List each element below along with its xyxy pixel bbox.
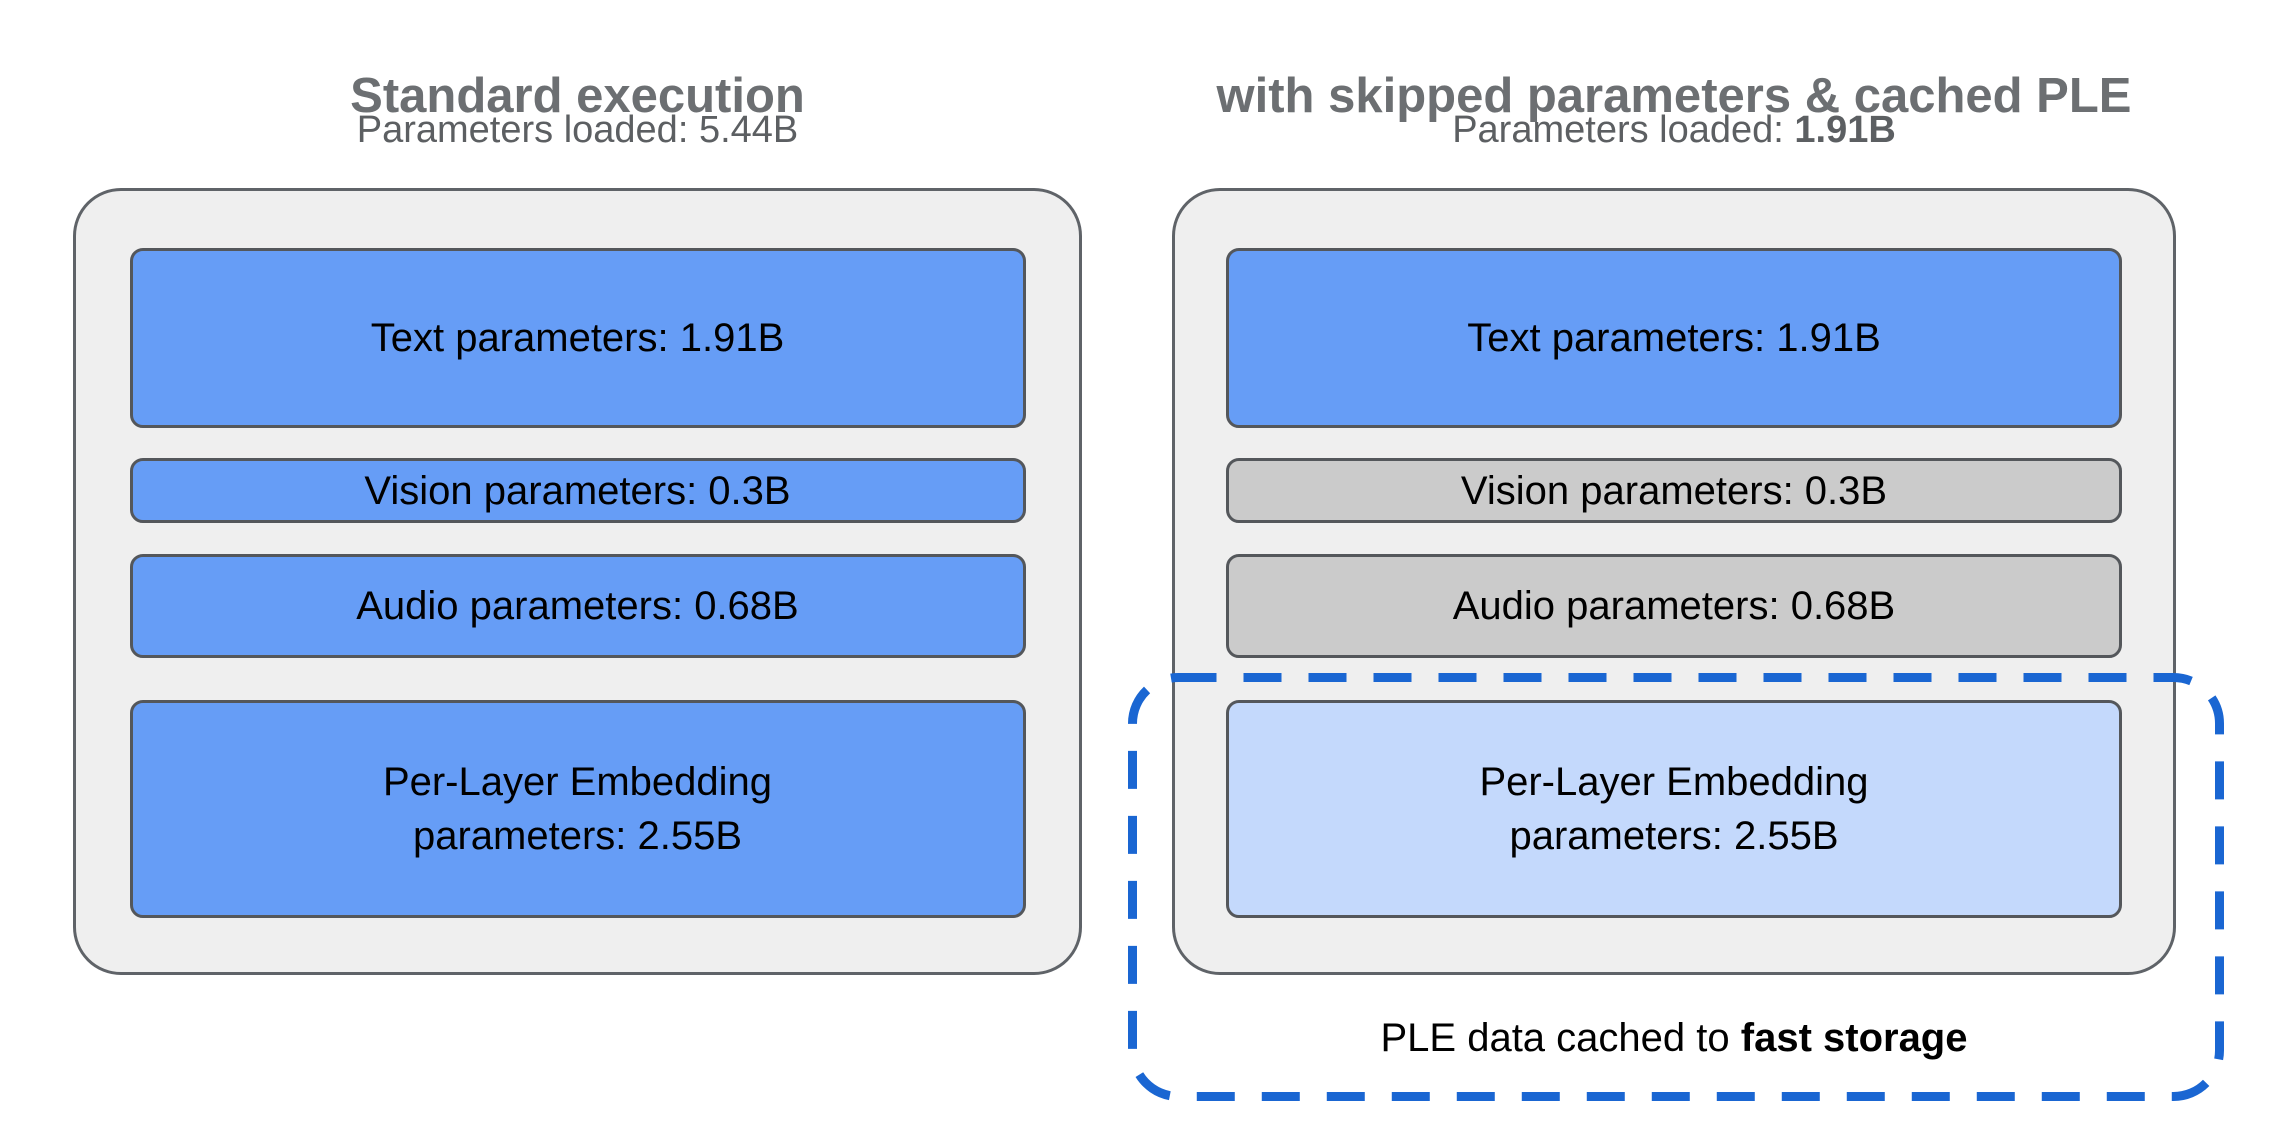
subtitle-value-bold: 1.91B	[1794, 109, 1896, 151]
ple-cache-caption: PLE data cached to fast storage	[1172, 1012, 2176, 1064]
audio-parameters-label: Audio parameters: 0.68B	[1452, 584, 1896, 628]
device-container-optimized: Text parameters: 1.91B Vision parameters…	[1172, 188, 2176, 975]
vision-parameters-box-skipped: Vision parameters: 0.3B	[1226, 458, 2122, 523]
panel-title-standard-execution: Standard execution	[350, 68, 805, 123]
subtitle-parameters-loaded-optimized: Parameters loaded: 1.91B	[1172, 106, 2176, 155]
text-parameters-box-optimized: Text parameters: 1.91B	[1226, 248, 2122, 428]
audio-parameters-box-skipped: Audio parameters: 0.68B	[1226, 554, 2122, 658]
subtitle-value: 5.44B	[698, 109, 799, 151]
subtitle-label: Parameters loaded:	[1452, 109, 1795, 151]
vision-parameters-label: Vision parameters: 0.3B	[364, 468, 791, 513]
panel-title-skipped-cached: with skipped parameters & cached PLE	[1216, 68, 2132, 123]
ple-parameters-label-line2: parameters: 2.55B	[1509, 814, 1839, 858]
text-parameters-label: Text parameters: 1.91B	[370, 316, 785, 360]
ple-parameters-label-line2: parameters: 2.55B	[412, 814, 743, 858]
device-container-standard: Text parameters: 1.91B Vision parameters…	[73, 188, 1082, 975]
ple-cache-caption-label: PLE data cached to	[1380, 1016, 1741, 1060]
text-parameters-label: Text parameters: 1.91B	[1467, 316, 1881, 360]
subtitle-parameters-loaded-standard: Parameters loaded: 5.44B	[73, 106, 1082, 155]
vision-parameters-label: Vision parameters: 0.3B	[1460, 468, 1888, 513]
ple-parameters-box-standard: Per-Layer Embedding parameters: 2.55B	[129, 700, 1026, 918]
ple-cache-caption-bold: fast storage	[1740, 1016, 1968, 1060]
ple-parameters-box-cached: Per-Layer Embedding parameters: 2.55B	[1226, 700, 2122, 918]
ple-parameters-label-line1: Per-Layer Embedding	[382, 760, 773, 804]
text-parameters-box-standard: Text parameters: 1.91B	[129, 248, 1026, 428]
vision-parameters-box-standard: Vision parameters: 0.3B	[129, 458, 1026, 523]
audio-parameters-label: Audio parameters: 0.68B	[356, 584, 799, 628]
ple-parameters-label-line1: Per-Layer Embedding	[1479, 760, 1869, 804]
audio-parameters-box-standard: Audio parameters: 0.68B	[129, 554, 1026, 658]
subtitle-label: Parameters loaded:	[356, 109, 699, 151]
